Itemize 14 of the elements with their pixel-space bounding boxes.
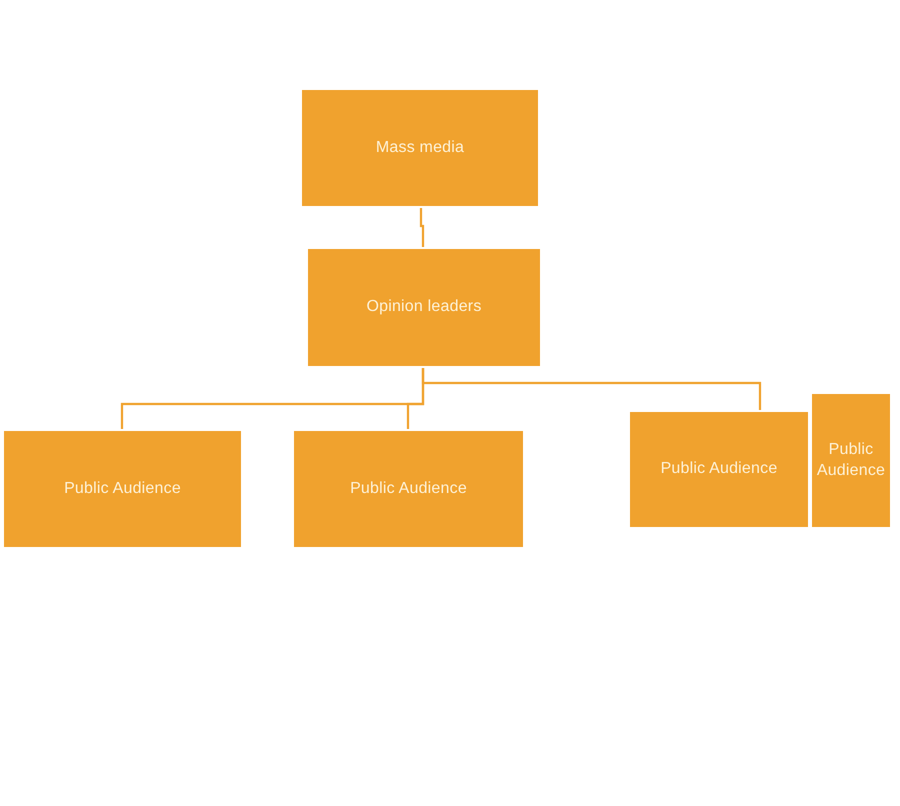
box-label: Opinion leaders xyxy=(366,297,482,318)
box-label: Public Audience xyxy=(350,478,467,499)
box-label: Public Audience xyxy=(816,440,886,480)
process-box xyxy=(300,88,540,208)
process-box xyxy=(292,429,525,549)
process-box xyxy=(306,247,542,368)
connector-line xyxy=(420,208,424,247)
connector-line xyxy=(422,368,762,410)
box-label: Public Audience xyxy=(660,459,778,480)
box-label: Mass media xyxy=(376,138,464,158)
box-label: Public Audience xyxy=(64,478,181,499)
process-box xyxy=(628,410,810,529)
process-box xyxy=(810,392,892,529)
process-box xyxy=(2,429,243,549)
